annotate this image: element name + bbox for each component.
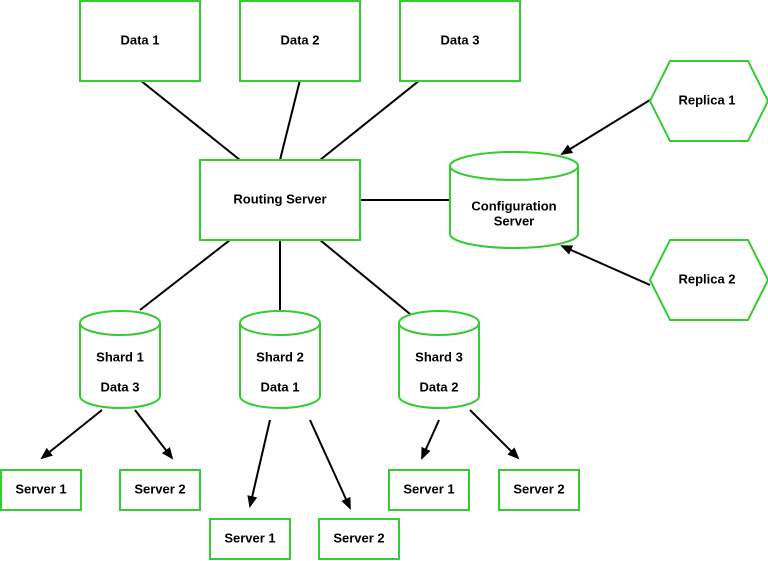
shard-name: Shard 2 (256, 349, 304, 364)
replica-label: Replica 1 (678, 92, 735, 107)
server-label: Server 1 (403, 481, 454, 496)
server-box (318, 518, 400, 560)
shard-3-server-2: Server 2 (498, 469, 580, 511)
replica-hexagon (648, 60, 768, 142)
arrow-shard2-server2 (309, 419, 351, 510)
shard-body (239, 310, 321, 409)
edge-data1-routing (139, 79, 241, 161)
routing-server-box (199, 159, 361, 241)
data-node-label: Data 2 (280, 32, 319, 47)
shard-2: Shard 2 Data 1 (239, 310, 321, 409)
data-node-2: Data 2 (239, 0, 361, 82)
shard-1-server-1: Server 1 (0, 469, 82, 511)
arrow-shard1-server1 (40, 409, 103, 460)
data-node-label: Data 1 (120, 32, 159, 47)
shard-1: Shard 1 Data 3 (79, 310, 161, 409)
replica-label: Replica 2 (678, 271, 735, 286)
server-box (0, 469, 82, 511)
arrow-replica1-config (560, 99, 651, 156)
data-node-label: Data 3 (440, 32, 479, 47)
replica-1: Replica 1 (648, 60, 768, 142)
server-box (209, 518, 291, 560)
shard-2-server-1: Server 1 (209, 518, 291, 560)
server-label: Server 1 (15, 481, 66, 496)
shard-top (398, 322, 480, 336)
arrow-shard3-server1 (421, 419, 440, 460)
arrow-shard2-server1 (247, 419, 271, 508)
shard-3: Shard 3 Data 2 (398, 310, 480, 409)
replica-2: Replica 2 (648, 239, 768, 321)
shard-body (398, 310, 480, 409)
data-node-1: Data 1 (79, 0, 201, 82)
shard-data: Data 2 (419, 379, 458, 394)
server-label: Server 2 (513, 481, 564, 496)
shard-top (79, 322, 161, 336)
replica-hexagon (648, 239, 768, 321)
edge-routing-shard1 (139, 239, 231, 311)
data-node-3: Data 3 (399, 0, 521, 82)
server-label: Server 1 (224, 530, 275, 545)
shard-2-server-2: Server 2 (318, 518, 400, 560)
configuration-server: Configuration Server (449, 151, 579, 249)
connectors (40, 79, 651, 510)
server-box (388, 469, 470, 511)
configuration-server-label-line1: Configuration (471, 198, 556, 213)
shard-name: Shard 3 (415, 349, 463, 364)
server-box (119, 469, 201, 511)
data-node-box (79, 0, 201, 82)
server-box (498, 469, 580, 511)
server-label: Server 2 (134, 481, 185, 496)
arrow-replica2-config (560, 245, 651, 286)
configuration-server-top (449, 165, 579, 181)
edge-routing-shard3 (319, 239, 411, 315)
routing-server-label: Routing Server (233, 191, 326, 206)
data-node-box (399, 0, 521, 82)
shard-body (79, 310, 161, 409)
shard-data: Data 1 (260, 379, 299, 394)
edge-data2-routing (279, 79, 301, 161)
shard-1-server-2: Server 2 (119, 469, 201, 511)
configuration-server-label-line2: Server (494, 213, 534, 228)
shard-3-server-1: Server 1 (388, 469, 470, 511)
arrow-shard3-server2 (469, 409, 520, 460)
server-label: Server 2 (333, 530, 384, 545)
routing-server: Routing Server (199, 159, 361, 241)
edge-data3-routing (319, 79, 421, 161)
data-node-box (239, 0, 361, 82)
shard-data: Data 3 (100, 379, 139, 394)
shard-top (239, 322, 321, 336)
arrow-shard1-server2 (134, 409, 174, 460)
shard-name: Shard 1 (96, 349, 144, 364)
